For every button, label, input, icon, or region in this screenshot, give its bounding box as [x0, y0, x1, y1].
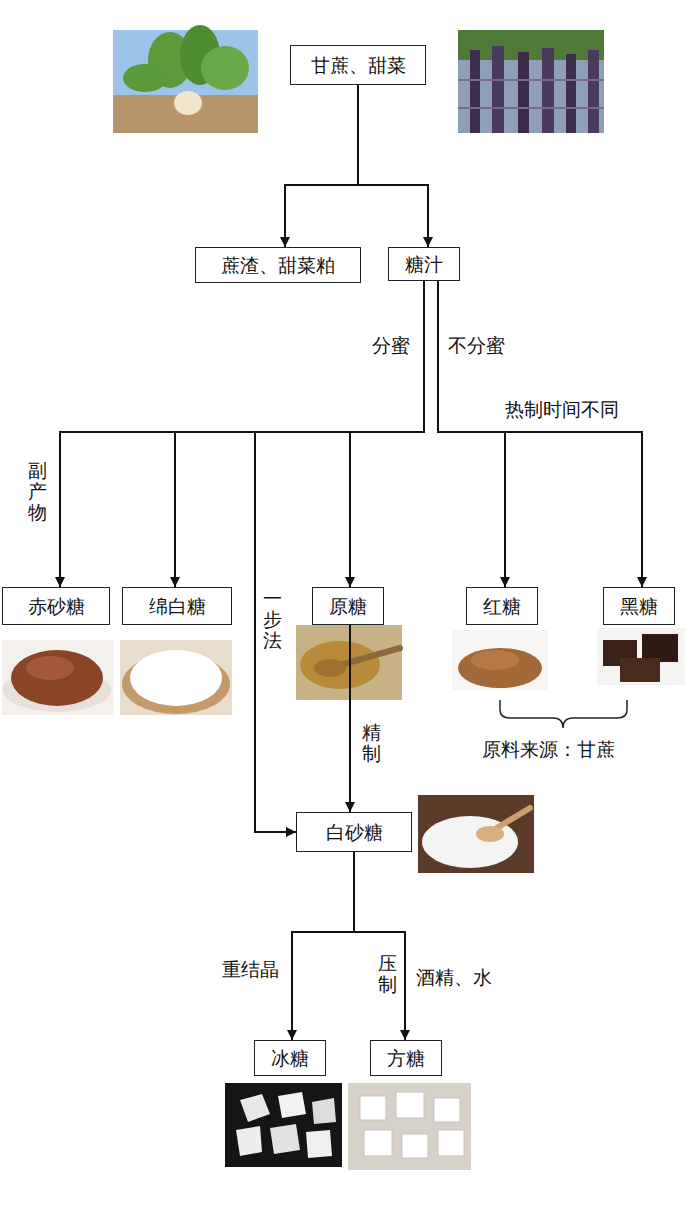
beet-photo: [113, 25, 258, 133]
edge-label: 热制时间不同: [505, 398, 619, 421]
edge-label: 重结晶: [222, 958, 279, 981]
crystal: [240, 1094, 270, 1122]
flow-arrow: [354, 852, 405, 1040]
box-label: 绵白糖: [149, 595, 206, 618]
box-label: 红糖: [483, 595, 521, 618]
process-box: 原糖: [312, 587, 384, 625]
process-box: 绵白糖: [122, 587, 232, 625]
sugar-crystals: [300, 641, 380, 689]
sugar-mound: [11, 650, 103, 706]
cane-stalk: [518, 52, 529, 133]
process-box: 冰糖: [254, 1040, 326, 1076]
box-label: 糖汁: [405, 253, 443, 276]
sugar-block: [620, 658, 660, 682]
background: [120, 640, 232, 715]
flow-arrow: [358, 85, 428, 247]
highlight: [26, 656, 74, 680]
edge-label: 副产物: [28, 460, 47, 523]
sugar-cube: [438, 1130, 464, 1156]
sugar-block: [642, 634, 678, 662]
flow-arrow: [292, 852, 354, 1040]
background: [452, 630, 548, 690]
box-label: 冰糖: [271, 1047, 309, 1070]
background: [597, 628, 685, 685]
box-label: 黑糖: [620, 595, 658, 618]
highlight: [471, 650, 519, 670]
note-label: 酒精、水: [416, 966, 492, 989]
spoon: [476, 826, 504, 842]
edge-label: 精制: [362, 722, 381, 764]
background: [2, 640, 113, 715]
sugar-cube: [364, 1130, 392, 1156]
rock-sugar-photo: [225, 1083, 342, 1167]
flow-arrow: [350, 281, 424, 587]
box-label: 原糖: [329, 595, 367, 618]
crystal: [306, 1130, 332, 1158]
leaf: [123, 64, 167, 92]
spoon: [314, 659, 346, 677]
process-box: 红糖: [466, 587, 538, 625]
background: [348, 1083, 471, 1170]
beet-root: [174, 91, 202, 115]
edge-label: 一步法: [263, 588, 282, 651]
cane-stalk: [566, 54, 576, 133]
soft-white-sugar-photo: [120, 640, 232, 715]
box-label: 赤砂糖: [28, 595, 85, 618]
sugarcane-photo: [458, 30, 604, 133]
edge-label: 不分蜜: [448, 334, 505, 357]
sugar-cube: [396, 1092, 424, 1118]
cane-stalk: [588, 50, 599, 133]
edge-label: 压制: [378, 953, 397, 995]
background: [225, 1083, 342, 1167]
cane-nodes: [458, 80, 604, 108]
process-box: 黑糖: [603, 587, 675, 625]
flow-arrow: [60, 281, 424, 587]
process-box: 甘蔗、甜菜: [290, 45, 426, 85]
brown-sugar-photo: [2, 640, 113, 715]
flow-arrow: [255, 281, 424, 832]
box-label: 甘蔗、甜菜: [311, 54, 406, 77]
box-label: 白砂糖: [326, 821, 383, 844]
flow-arrow: [349, 625, 351, 812]
process-box: 方糖: [370, 1040, 442, 1076]
flow-arrow: [285, 85, 358, 247]
sugar-cube: [402, 1134, 428, 1158]
crystal: [236, 1126, 262, 1156]
process-box: 白砂糖: [296, 812, 412, 852]
crystal: [278, 1092, 306, 1118]
red-sugar-photo: [452, 630, 548, 690]
white-sugar-photo: [418, 795, 534, 873]
box-label: 蔗渣、甜菜粕: [221, 254, 335, 277]
leaf: [201, 46, 249, 90]
cane-stalk: [470, 50, 480, 133]
crystal: [312, 1098, 336, 1124]
box-label: 方糖: [387, 1047, 425, 1070]
background: [418, 795, 534, 873]
process-box: 蔗渣、甜菜粕: [195, 247, 361, 283]
black-sugar-photo: [597, 628, 685, 685]
process-box: 赤砂糖: [2, 587, 110, 625]
crystal: [270, 1124, 300, 1154]
sugar-cube: [360, 1096, 386, 1120]
sugar-powder: [458, 648, 542, 688]
cane-stalk: [492, 46, 504, 133]
sugar-cube: [434, 1098, 460, 1122]
note-label: 原料来源：甘蔗: [482, 738, 615, 761]
edge-label: 分蜜: [372, 334, 410, 357]
bracket: [500, 700, 627, 728]
cane-stalk: [542, 48, 554, 133]
process-box: 糖汁: [388, 247, 460, 281]
background: [458, 30, 604, 133]
flow-arrow: [175, 281, 424, 587]
flow-arrow: [438, 281, 505, 587]
sugar-mound: [130, 650, 222, 706]
sugar-cube-photo: [348, 1083, 471, 1170]
flow-arrow: [438, 281, 642, 587]
